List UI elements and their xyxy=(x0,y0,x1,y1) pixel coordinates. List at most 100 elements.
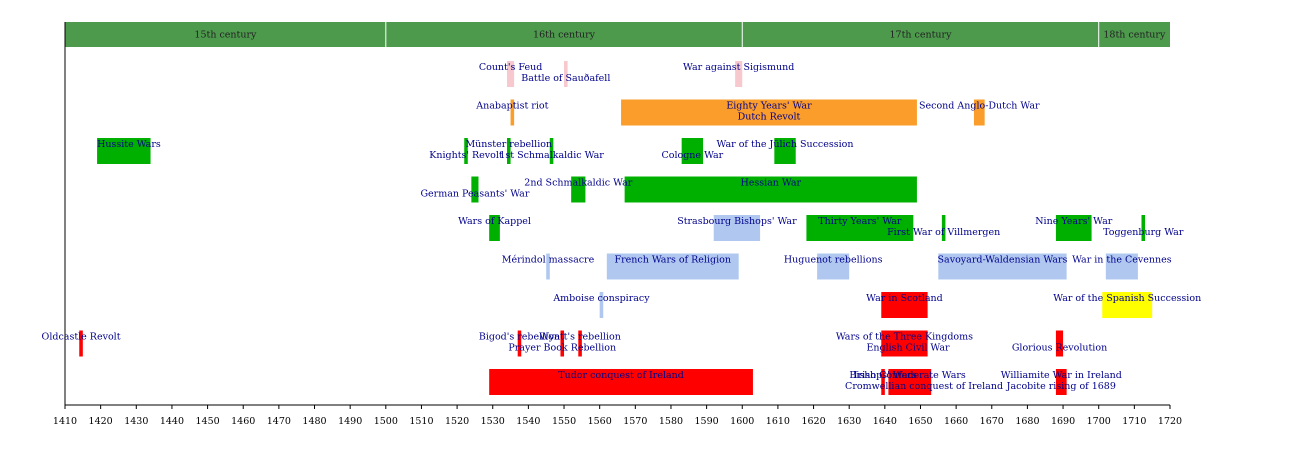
x-tick-label: 1650 xyxy=(908,416,932,427)
x-tick-label: 1450 xyxy=(195,416,219,427)
event-bar xyxy=(510,99,515,126)
x-tick-label: 1720 xyxy=(1158,416,1182,427)
event-bar xyxy=(571,176,586,203)
event-bar xyxy=(938,253,1067,280)
x-tick-label: 1710 xyxy=(1122,416,1146,427)
x-tick-label: 1470 xyxy=(267,416,291,427)
event-bar xyxy=(549,138,554,164)
event-bar xyxy=(560,330,565,357)
event-label: Knights' Revolt xyxy=(429,150,503,161)
event-label: Bigod's rebellion xyxy=(479,332,560,343)
x-tick-label: 1490 xyxy=(338,416,362,427)
event-bar xyxy=(881,369,885,395)
event-bar xyxy=(507,61,515,87)
x-tick-label: 1460 xyxy=(231,416,255,427)
event-label: Tudor conquest of Ireland xyxy=(558,370,684,381)
event-bar xyxy=(1141,215,1146,241)
event-label: Toggenburg War xyxy=(1103,227,1184,238)
event-bar xyxy=(1055,330,1064,357)
event-label: Münster rebellion xyxy=(465,139,552,150)
x-tick-label: 1550 xyxy=(552,416,576,427)
x-tick-label: 1440 xyxy=(160,416,184,427)
event-label: Bishops' Wars xyxy=(849,370,916,381)
event-bar xyxy=(735,61,743,87)
event-bar xyxy=(774,138,796,164)
event-bar xyxy=(881,292,928,318)
x-tick-label: 1640 xyxy=(873,416,897,427)
event-label: Wars of the Three Kingdoms xyxy=(836,332,973,343)
event-label: Savoyard-Waldensian Wars xyxy=(938,255,1068,266)
event-label: Second Anglo-Dutch War xyxy=(919,101,1040,112)
event-label: Count's Feud xyxy=(479,62,542,73)
event-bar xyxy=(806,215,914,241)
event-label: Eighty Years' War xyxy=(726,101,812,112)
event-label: Nine Years' War xyxy=(1035,216,1112,227)
x-tick-label: 1680 xyxy=(1015,416,1039,427)
event-label: Amboise conspiracy xyxy=(552,293,650,304)
century-cell xyxy=(1098,22,1170,47)
event-bar xyxy=(1105,253,1138,280)
x-tick-label: 1590 xyxy=(695,416,719,427)
event-label: Huguenot rebellions xyxy=(784,255,883,266)
x-tick-label: 1480 xyxy=(302,416,326,427)
event-bar xyxy=(464,138,468,164)
century-label: 17th century xyxy=(890,30,953,41)
event-bar xyxy=(713,215,761,241)
century-cell xyxy=(385,22,743,47)
event-label: German Peasants' War xyxy=(420,189,529,200)
event-label: 1st Schmalkaldic War xyxy=(499,150,604,161)
event-label: Williamite War in Ireland xyxy=(1001,370,1122,381)
event-label: War of the Jülich Succession xyxy=(717,139,854,150)
event-bar xyxy=(941,215,946,241)
event-label: Strasbourg Bishops' War xyxy=(677,216,797,227)
event-label: Prayer Book Rebellion xyxy=(508,343,616,354)
event-bars xyxy=(79,61,1153,395)
x-tick-label: 1520 xyxy=(445,416,469,427)
event-label: War of the Spanish Succession xyxy=(1053,293,1201,304)
event-bar xyxy=(471,176,479,203)
event-label: War in Scotland xyxy=(866,293,943,304)
event-bar xyxy=(1102,292,1153,318)
event-label: War in the Cevennes xyxy=(1072,255,1172,266)
event-label: 2nd Schmalkaldic War xyxy=(524,178,632,189)
event-bar xyxy=(621,99,917,126)
event-bar xyxy=(681,138,704,164)
event-label: Jacobite rising of 1689 xyxy=(1006,381,1116,392)
event-label: Glorious Revolution xyxy=(1012,343,1107,354)
event-bar xyxy=(599,292,604,318)
x-tick-label: 1570 xyxy=(623,416,647,427)
event-label: Hussite Wars xyxy=(97,139,161,150)
event-label: First War of Villmergen xyxy=(887,227,1000,238)
x-tick-label: 1660 xyxy=(944,416,968,427)
x-tick-label: 1600 xyxy=(730,416,754,427)
x-tick-label: 1690 xyxy=(1051,416,1075,427)
event-label: English Civil War xyxy=(866,343,950,354)
event-bar xyxy=(624,176,917,203)
event-bar xyxy=(578,330,582,357)
x-tick-label: 1510 xyxy=(409,416,433,427)
event-bar xyxy=(517,330,522,357)
event-bar xyxy=(888,369,932,395)
event-bar xyxy=(489,215,500,241)
century-label: 18th century xyxy=(1103,30,1166,41)
event-bar xyxy=(1055,369,1067,395)
x-tick-label: 1610 xyxy=(766,416,790,427)
event-bar xyxy=(881,330,928,357)
event-bar xyxy=(546,253,550,280)
x-tick-label: 1540 xyxy=(516,416,540,427)
event-bar xyxy=(507,138,511,164)
event-label: Cologne War xyxy=(661,150,723,161)
event-label: Thirty Years' War xyxy=(818,216,902,227)
event-label: Dutch Revolt xyxy=(738,112,801,123)
event-bar xyxy=(1055,215,1092,241)
event-label: Hessian War xyxy=(740,178,801,189)
event-bar xyxy=(489,369,753,395)
event-bar xyxy=(606,253,739,280)
x-tick-label: 1500 xyxy=(374,416,398,427)
event-label: Wyatt's rebellion xyxy=(539,332,621,343)
x-tick-label: 1700 xyxy=(1087,416,1111,427)
x-tick-label: 1430 xyxy=(124,416,148,427)
